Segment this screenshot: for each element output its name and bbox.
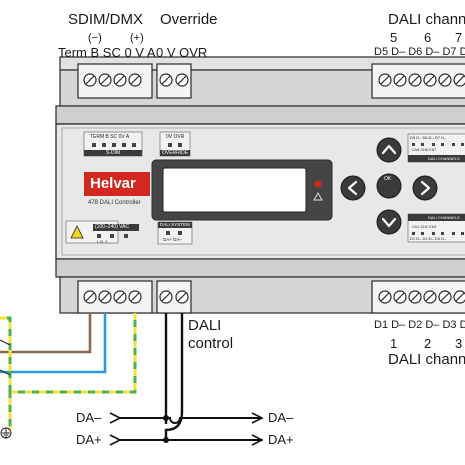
dali-channels-top-label: DALI chann: [388, 11, 465, 28]
top-terminal-names: D5 D– D6 D– D7 D: [374, 46, 465, 58]
bus-minus-junction: [163, 415, 169, 421]
sdim-panel-dots: [92, 143, 136, 147]
live-wire-brown: [0, 313, 92, 354]
sdim-panel-title: S-DIM: [106, 149, 121, 156]
channels-bottom-title: DALI CHANNELS: [428, 214, 460, 220]
lcd-screen: [162, 167, 307, 213]
sdim-dmx-label: SDIM/DMX: [68, 11, 143, 28]
nav-down-button[interactable]: [376, 209, 402, 235]
channel-6-number: 6: [424, 30, 432, 45]
chevron-right-icon: [420, 180, 431, 196]
sdim-terminal-names: Term B SC 0 V A: [58, 45, 156, 60]
channels-top-dots: [412, 143, 464, 146]
nav-right-button[interactable]: [412, 175, 438, 201]
channel-7-number: 7: [455, 30, 463, 45]
housing-lower-step: [55, 258, 465, 278]
bus-plus-arrow-left: [109, 434, 122, 446]
bus-minus-arrow-right: [251, 412, 264, 424]
channels-top-title-bar: [408, 155, 465, 162]
ok-button[interactable]: [376, 173, 402, 199]
earth-wire-left-stripe: [0, 316, 12, 392]
override-panel-dots: [168, 143, 182, 147]
earth-wire-stripe: [8, 313, 137, 430]
power-rating: (100–240) VAC: [95, 224, 130, 230]
nav-left-button[interactable]: [340, 175, 366, 201]
bus-plus-label-left: DA+: [76, 432, 102, 447]
sdim-panel-terms: TERM B SC 0V A: [90, 134, 130, 140]
hazard-voltage-icon: [70, 225, 84, 239]
bus-minus-label-right: DA–: [268, 410, 294, 425]
bus-plus-arrow-right: [251, 434, 264, 446]
power-terms: L N ⏚: [97, 238, 109, 244]
dali-system-dots: [166, 231, 182, 235]
bus-crossover: [164, 411, 184, 440]
channels-bottom-title-bar: [408, 214, 465, 221]
dali-system-title: DALI SYSTEM: [160, 221, 190, 227]
power-panel-dots: [97, 234, 128, 238]
chevron-up-icon: [381, 144, 397, 155]
nav-up-button[interactable]: [376, 137, 402, 163]
sdim-panel-title-bar: [84, 150, 142, 156]
neutral-wire-blue: [0, 313, 107, 374]
channel-1-number: 1: [390, 336, 398, 351]
channel-5-number: 5: [390, 30, 398, 45]
override-panel-terms: 0V OVR: [166, 134, 185, 140]
channels-top-names: Ch5 Ch6 Ch7: [412, 147, 437, 152]
dali-control-label-line2: control: [188, 335, 234, 352]
channel-2-number: 2: [424, 336, 432, 351]
channels-bottom-dots: [412, 232, 464, 235]
status-led: [314, 180, 322, 188]
earth-symbol-icon: [0, 427, 12, 439]
dali-channels-bottom-label: DALI chann: [388, 351, 465, 368]
dali-system-terms: DA+ DA–: [163, 237, 182, 242]
chevron-down-icon: [381, 217, 397, 228]
override-label: Override: [160, 11, 218, 28]
dali-control-label-line1: DALI: [188, 317, 222, 334]
override-panel-title-bar: [160, 150, 190, 156]
model-name: 478 DALI Controller: [88, 200, 141, 206]
bus-minus-line: [120, 417, 262, 424]
front-face-inner: [61, 127, 465, 256]
bus-minus-label-left: DA–: [76, 410, 102, 425]
bus-plus-junction: [163, 437, 169, 443]
wire-entry-ticks: [0, 339, 11, 376]
polarity-plus-label: (+): [130, 32, 144, 44]
housing-upper-step: [55, 105, 465, 125]
channels-bottom-terms: D1 D– D2 D– D3 D–: [410, 236, 447, 241]
bus-plus-label-right: DA+: [268, 432, 294, 447]
bottom-terminal-names: D1 D– D2 D– D3 D: [374, 319, 465, 331]
power-rating-bar: [93, 224, 139, 231]
dali-system-title-bar: [158, 222, 192, 228]
chevron-left-icon: [347, 180, 358, 196]
override-terminal-names: 0 V OVR: [156, 45, 208, 60]
channel-3-number: 3: [455, 336, 463, 351]
polarity-minus-label: (−): [88, 32, 102, 44]
helvar-logo: [84, 172, 150, 196]
warning-icon: [313, 191, 323, 201]
channels-top-terms: D5 D– D6 D– D7 D–: [410, 135, 447, 140]
override-panel-title: OVERRIDE: [162, 149, 189, 156]
channels-top-title: DALI CHANNELS: [428, 155, 460, 161]
ok-button-label: OK: [384, 176, 392, 182]
bus-minus-arrow-left: [109, 412, 122, 424]
channels-bottom-names: Ch1 Ch2 Ch3: [412, 224, 437, 229]
brand-name: Helvar: [90, 175, 136, 192]
